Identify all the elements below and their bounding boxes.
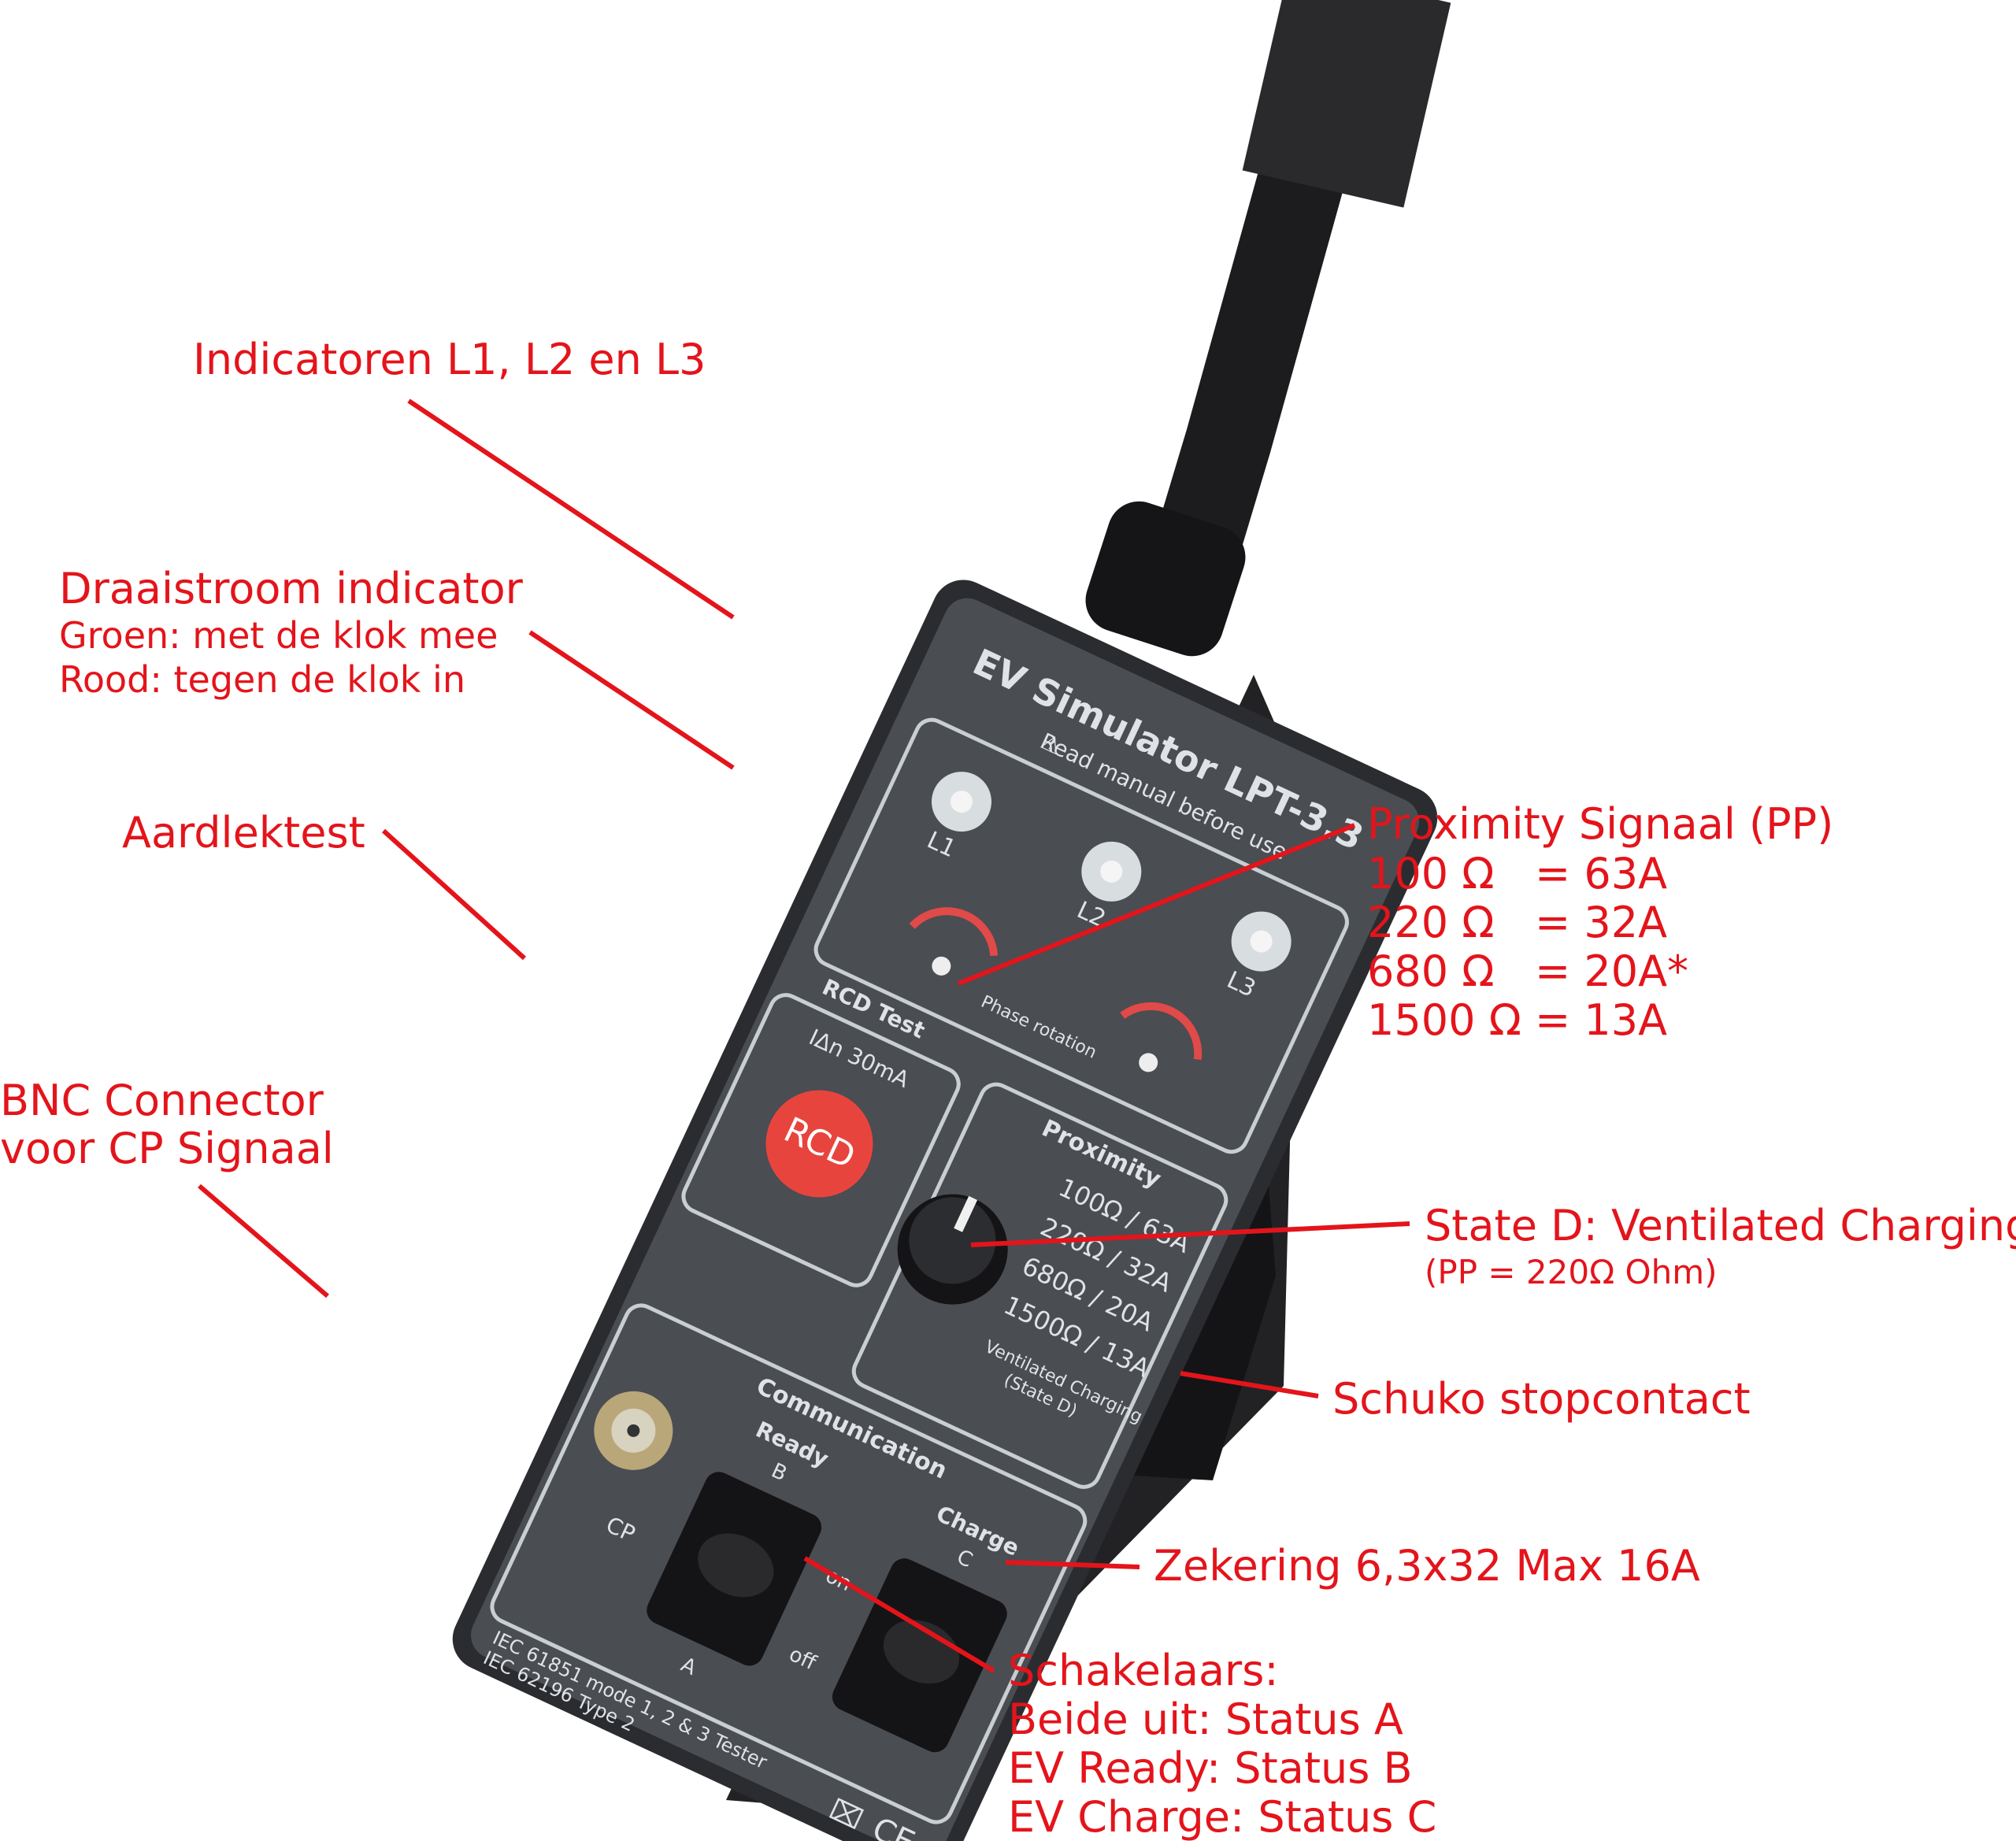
ready-switch-lever[interactable] (687, 1521, 784, 1609)
label-bnc-1: BNC Connector (0, 1076, 324, 1125)
label-state-d: State D: Ventilated Charging (1425, 1201, 2016, 1250)
label-phase-red: Rood: tegen de klok in (59, 658, 465, 701)
charge-switch-lever[interactable] (873, 1608, 970, 1695)
leader-rcd (381, 828, 527, 961)
bnc-connector[interactable] (581, 1378, 686, 1483)
cable-gland (1085, 501, 1246, 657)
label-switches-row: EV Ready: Status B (1008, 1743, 1413, 1793)
led-l2: L2 (1073, 841, 1142, 933)
label-switches-title: Schakelaars: (1008, 1646, 1279, 1695)
leader-indicators (407, 398, 735, 620)
label-indicators: Indicatoren L1, L2 en L3 (193, 335, 706, 384)
label-pp-row: 220 Ω = 32A (1367, 898, 1667, 947)
leader-state-d (970, 1221, 1410, 1247)
label-rcd: Aardlektest (122, 808, 365, 858)
label-fuse: Zekering 6,3x32 Max 16A (1154, 1541, 1700, 1591)
rcd-test-button[interactable]: RCD (748, 1072, 891, 1215)
label-switches-row: Beide uit: Status A (1008, 1695, 1403, 1744)
leader-phase (528, 630, 735, 770)
leader-schuko (1180, 1371, 1319, 1398)
phase-led-green (932, 956, 951, 976)
leader-fuse (1005, 1560, 1140, 1569)
leader-bnc (198, 1184, 329, 1298)
proximity-selector-knob[interactable] (880, 1176, 1026, 1323)
label-switches-row: EV Charge: Status C (1008, 1792, 1436, 1841)
phase-led-red (1139, 1053, 1158, 1072)
label-pp-row: 680 Ω = 20A* (1367, 946, 1688, 996)
label-state-d-note: (PP = 220Ω Ohm) (1425, 1253, 1718, 1291)
cable-plug-grip (1242, 0, 1451, 208)
leader-switches (803, 1556, 995, 1673)
counterclockwise-arrow-icon (1120, 1002, 1203, 1061)
label-pp-title: Proximity Signaal (PP) (1367, 799, 1833, 849)
label-bnc-2: voor CP Signaal (0, 1124, 334, 1173)
label-phase-title: Draaistroom indicator (59, 564, 524, 613)
label-schuko: Schuko stopcontact (1332, 1374, 1751, 1424)
label-pp-row: 1500 Ω = 13A (1367, 995, 1667, 1045)
label-phase-green: Groen: met de klok mee (59, 614, 498, 657)
leader-proximity (957, 823, 1356, 986)
label-pp-row: 100 Ω = 63A (1367, 849, 1667, 898)
device-front-panel: EV Simulator LPT-3.3 ⚠ Read manual befor… (452, 580, 1438, 1841)
clockwise-arrow-icon (909, 907, 999, 957)
